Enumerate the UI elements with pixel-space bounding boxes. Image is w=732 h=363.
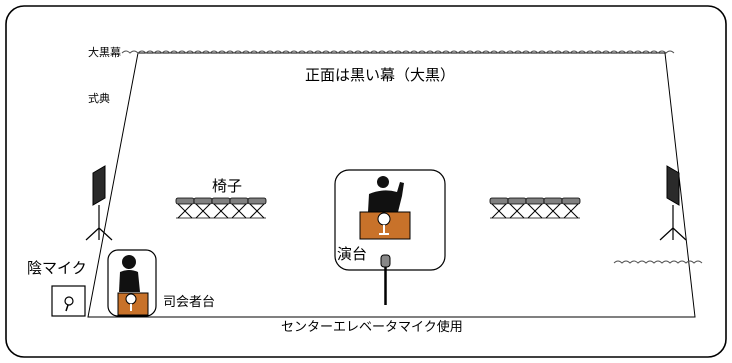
podium-label: 演台 <box>337 245 368 263</box>
chair-row-left-icon <box>175 197 267 219</box>
microphone-icon <box>64 296 74 312</box>
chair-icon <box>247 197 267 219</box>
speaker-left-icon <box>85 165 113 241</box>
podium-desk <box>359 211 411 240</box>
mc-stand-label: 司会者台 <box>163 295 216 310</box>
chair-icon <box>211 197 231 219</box>
chair-icon <box>525 197 545 219</box>
chair-icon <box>193 197 213 219</box>
curtain-label: 大黒幕 <box>88 46 121 59</box>
chair-icon <box>175 197 195 219</box>
chair-icon <box>507 197 527 219</box>
chair-icon <box>229 197 249 219</box>
front-wall-label: 正面は黒い幕（大黒） <box>305 66 456 84</box>
hidden-mic-label: 陰マイク <box>27 259 87 277</box>
mic-stand-icon <box>380 254 391 305</box>
speaker-right-icon <box>659 165 687 241</box>
chairs-label: 椅子 <box>212 177 243 195</box>
chair-icon <box>543 197 563 219</box>
speaker-person-icon <box>368 176 404 212</box>
outer-frame <box>5 5 727 358</box>
chair-row-right-icon <box>489 197 581 219</box>
curtain-wave-right <box>613 260 703 264</box>
elevator-note-label: センターエレベータマイク使用 <box>281 320 463 335</box>
ceremony-label: 式典 <box>88 92 110 105</box>
chair-icon <box>561 197 581 219</box>
mc-person-icon <box>119 255 140 292</box>
curtain-wave-top <box>121 50 675 54</box>
chair-icon <box>489 197 509 219</box>
mc-stand <box>117 292 149 316</box>
